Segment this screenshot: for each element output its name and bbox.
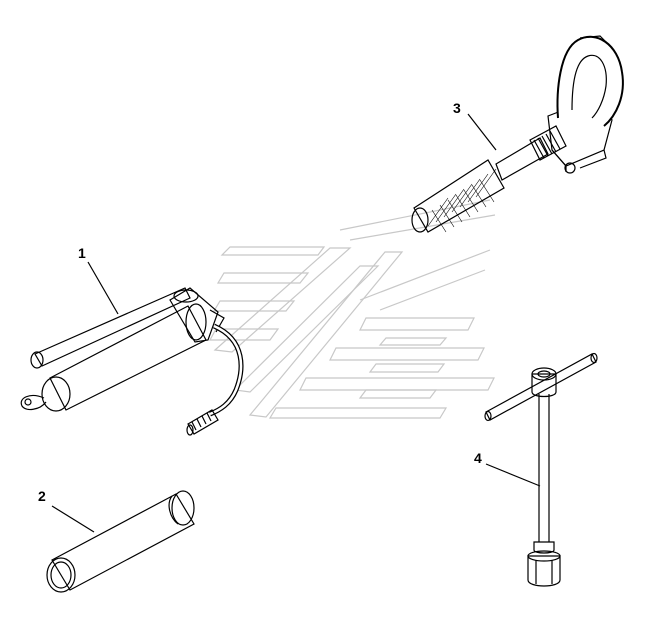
callout-4: 4 (474, 450, 482, 466)
t-handle-wrench (484, 352, 598, 587)
callout-2: 2 (38, 488, 46, 504)
leader-line-1 (87, 261, 119, 315)
leader-lines (51, 113, 541, 533)
callout-1: 1 (78, 245, 86, 261)
leader-line-4 (485, 463, 541, 487)
tube (46, 490, 195, 593)
watermark-logo (208, 199, 496, 419)
grease-gun (20, 287, 244, 436)
leader-line-2 (51, 505, 95, 533)
leader-line-3 (467, 113, 497, 151)
callout-3: 3 (453, 100, 461, 116)
tensioner-tool (411, 35, 624, 233)
